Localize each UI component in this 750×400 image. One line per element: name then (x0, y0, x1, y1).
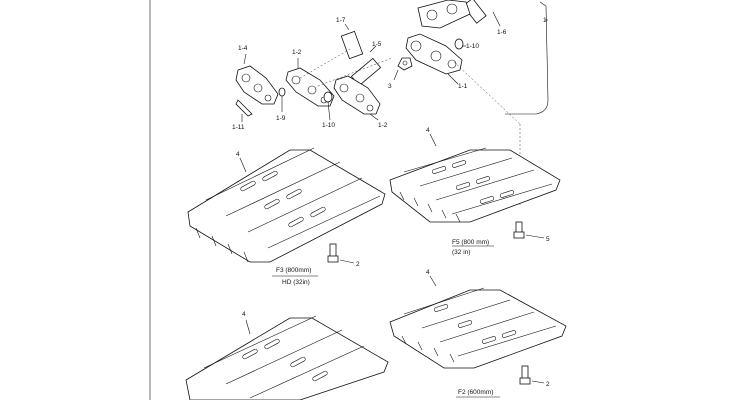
callout-4-f3: 4 (236, 151, 240, 158)
caption-f2-size: F2 (600mm) (458, 389, 493, 396)
part-bolt-2-f2 (519, 365, 531, 385)
caption-f5-inch: (32 in) (452, 249, 470, 256)
callout-5: 5 (546, 236, 550, 243)
callout-1-4: 1-4 (238, 45, 248, 52)
callout-1-11: 1-11 (232, 124, 245, 131)
callout-2-f2: 2 (546, 381, 550, 388)
shoe-plate-f2 (389, 287, 567, 369)
callout-4-f5: 4 (426, 127, 430, 134)
shoe-plate-f3 (187, 147, 386, 263)
part-master-link-1-4 (235, 65, 279, 105)
callout-1: 1 (543, 17, 547, 24)
callout-1-7: 1-7 (336, 17, 346, 24)
shoe-plate-f5 (389, 147, 561, 223)
group-1-bracket (505, 1, 549, 115)
callout-4-bottom-left: 4 (242, 311, 246, 318)
callout-1-1: 1-1 (458, 83, 468, 90)
shoe-plate-bottom-left (185, 315, 389, 400)
part-nut-3 (397, 57, 413, 71)
callout-1-2-upper: 1-2 (292, 49, 302, 56)
caption-f5-size: F5 (800 mm) (452, 239, 489, 246)
part-spacer-1-9 (278, 87, 286, 97)
callout-2-f3: 2 (356, 261, 360, 268)
part-seal-1-10-left (323, 91, 333, 103)
callout-3: 3 (388, 83, 392, 90)
part-link-top (417, 0, 471, 29)
part-link-1-2-lower (333, 75, 381, 115)
callout-1-10-left: 1-10 (322, 122, 335, 129)
part-bolt-2-f3 (327, 243, 339, 263)
callout-1-9: 1-9 (276, 115, 286, 122)
callout-1-2-lower: 1-2 (378, 122, 388, 129)
part-bushing-1-7 (340, 30, 364, 60)
callout-1-10-right: 1-10 (466, 43, 479, 50)
callout-1-6: 1-6 (497, 29, 507, 36)
callout-1-5: 1-5 (372, 41, 382, 48)
caption-f3-type: HD (32in) (282, 279, 310, 286)
caption-f3-size: F3 (800mm) (276, 267, 311, 274)
part-seal-1-10-right (454, 38, 464, 50)
callout-4-f2: 4 (426, 269, 430, 276)
part-bolt-5 (513, 221, 525, 239)
part-link-1-1 (405, 33, 463, 75)
part-pin-1-11 (235, 99, 253, 117)
